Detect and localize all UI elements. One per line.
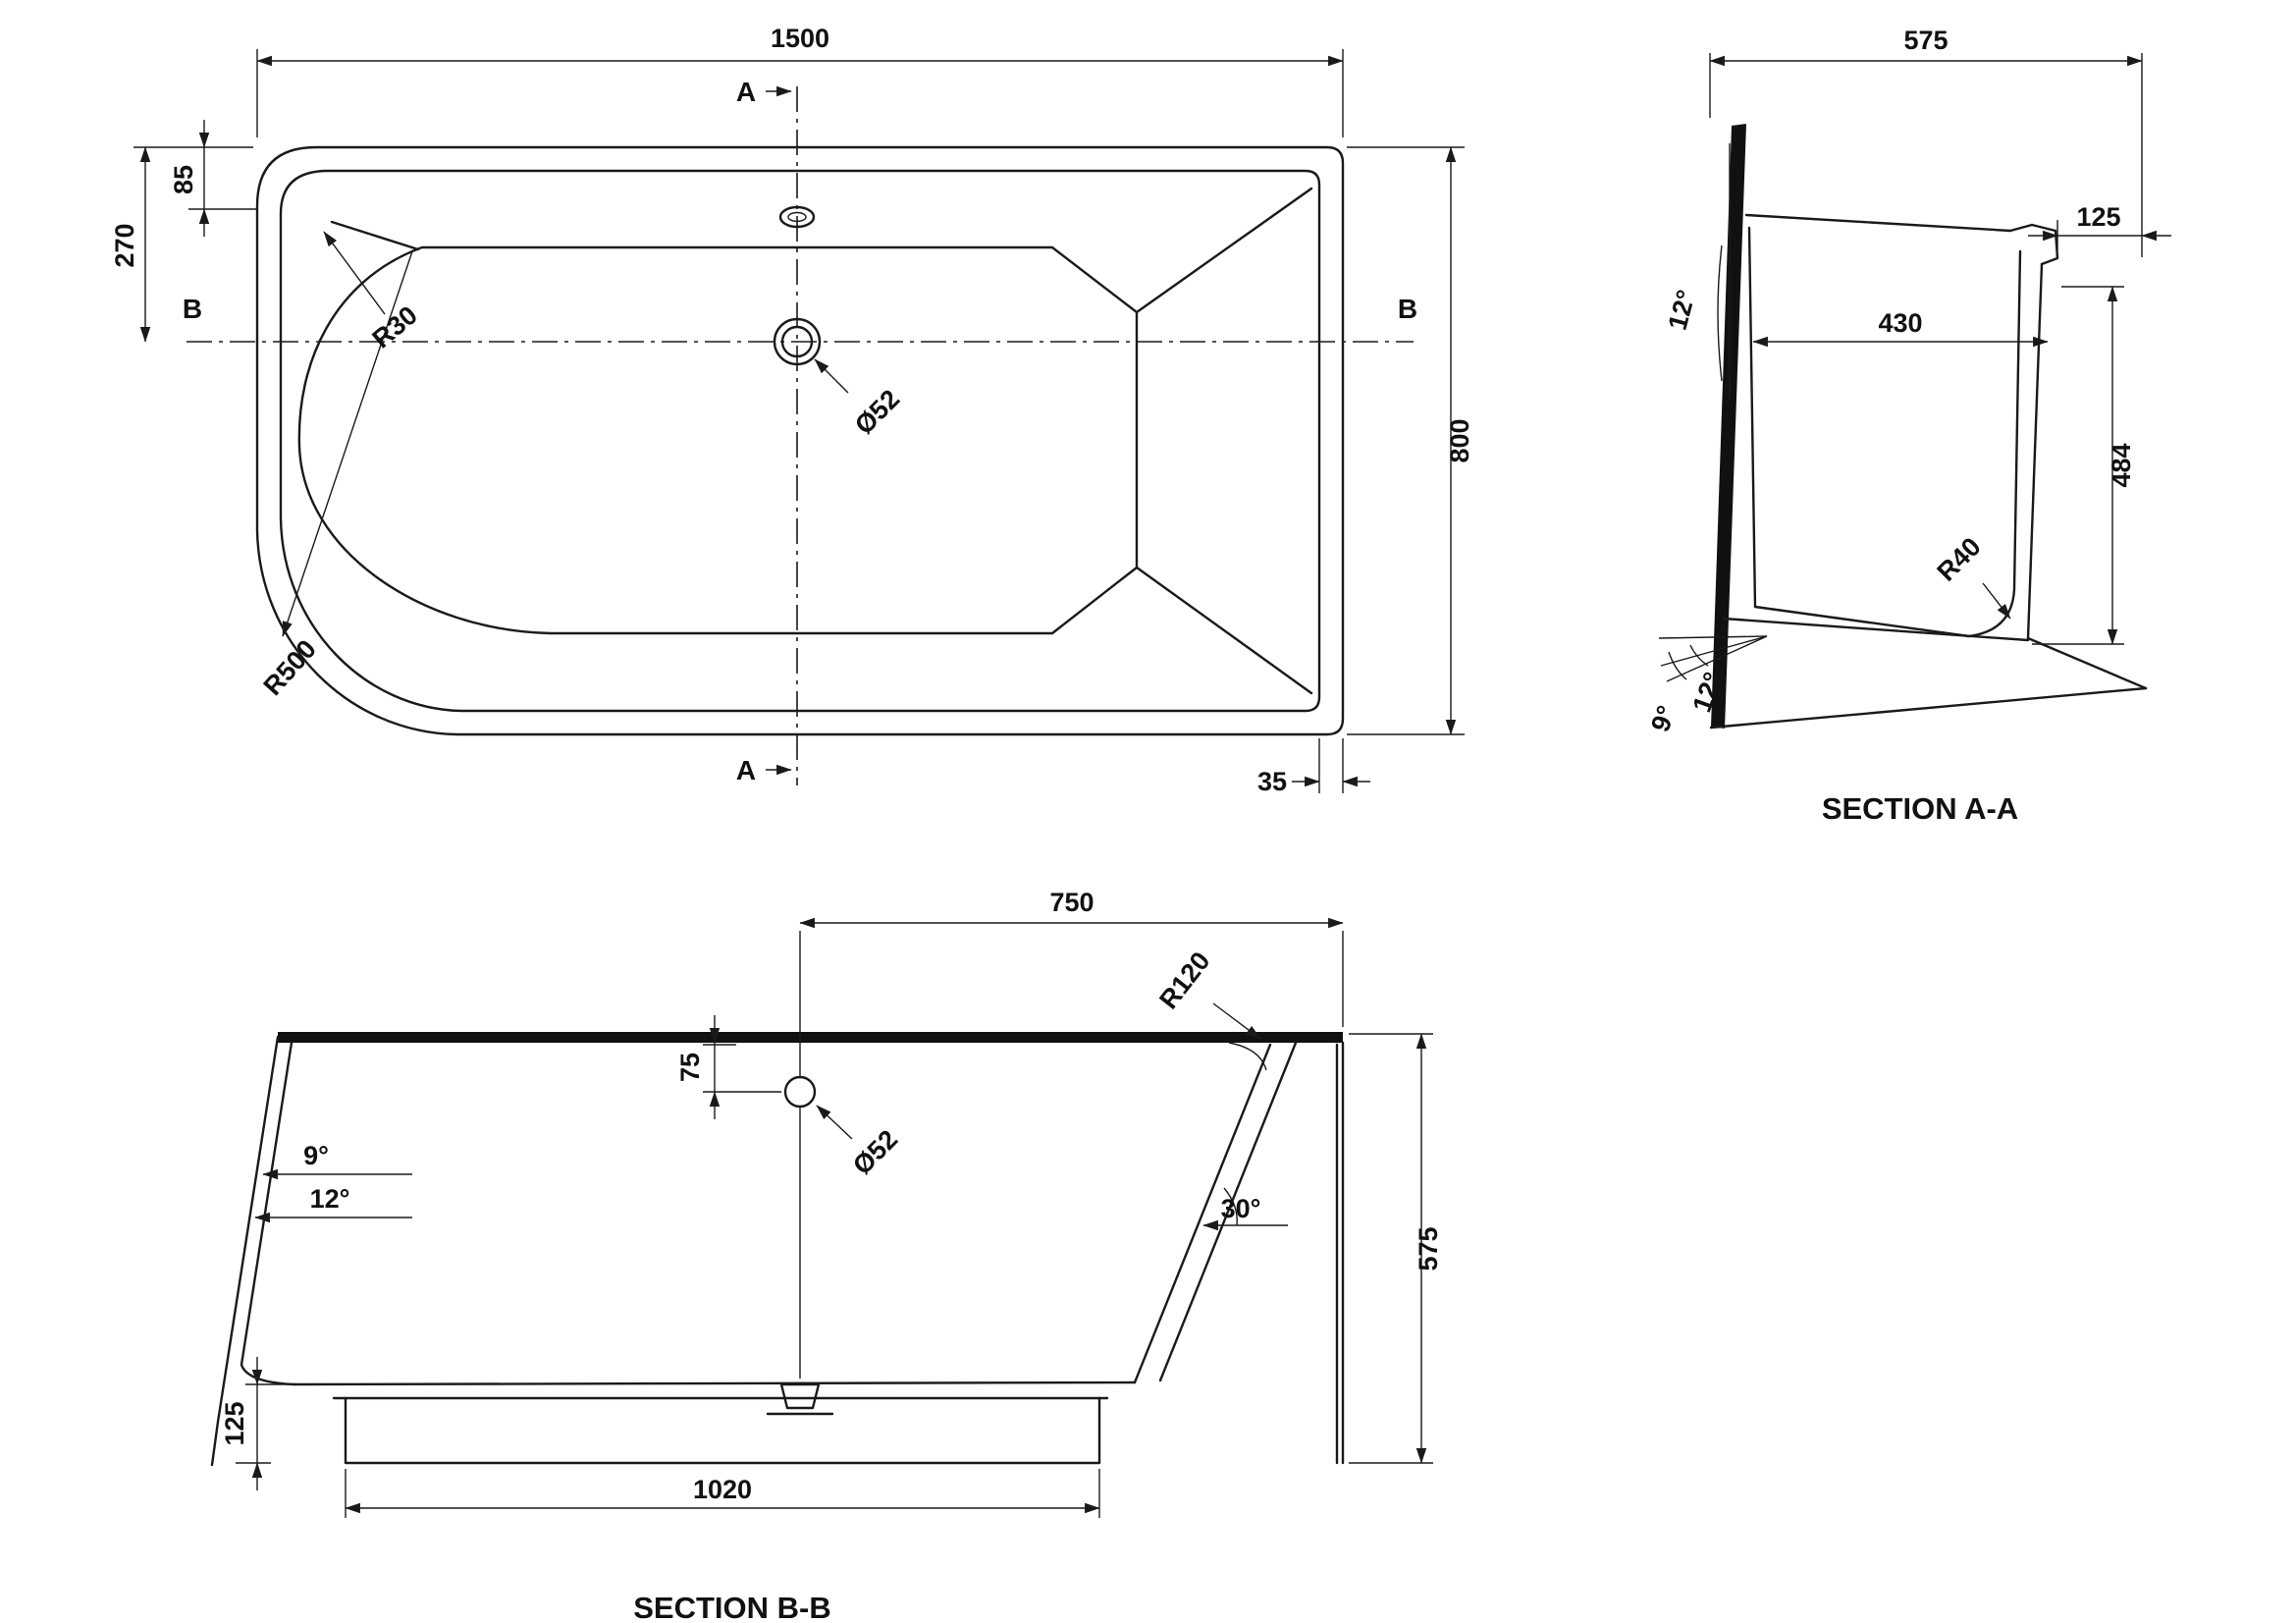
plan-view: A A B B 1500 85 270 8 bbox=[110, 24, 1474, 796]
dim-bb-75-text: 75 bbox=[675, 1053, 705, 1082]
svg-text:Ø52: Ø52 bbox=[849, 384, 905, 440]
svg-text:R40: R40 bbox=[1932, 532, 1987, 587]
section-aa-view: 12° 12° 9° 575 125 bbox=[1645, 26, 2171, 826]
section-a-label-top: A bbox=[736, 77, 756, 107]
angle-12: 12° bbox=[254, 1184, 412, 1223]
dim-bb-1020: 1020 bbox=[345, 1469, 1100, 1518]
label-r120: R120 bbox=[1153, 947, 1261, 1040]
plan-outline bbox=[255, 145, 1345, 736]
dim-aa-430: 430 bbox=[1752, 308, 2049, 348]
dim-bb-575-text: 575 bbox=[1414, 1226, 1443, 1271]
svg-text:R30: R30 bbox=[367, 300, 423, 354]
angle-30: 30° bbox=[1202, 1187, 1288, 1231]
svg-text:9°: 9° bbox=[303, 1141, 329, 1170]
dim-bb-125: 125 bbox=[220, 1357, 294, 1490]
section-bb-outline bbox=[210, 1035, 1345, 1467]
section-a-label-bottom: A bbox=[736, 755, 756, 785]
rim-cut-band bbox=[278, 1032, 1343, 1043]
dim-aa-575-text: 575 bbox=[1903, 26, 1948, 55]
label-r30: R30 bbox=[323, 231, 423, 354]
dim-800: 800 bbox=[1347, 146, 1474, 735]
section-bb-title: SECTION B-B bbox=[633, 1591, 831, 1623]
dim-270-text: 270 bbox=[110, 223, 139, 267]
section-aa-outline bbox=[1709, 213, 2148, 730]
section-aa-title: SECTION A-A bbox=[1822, 791, 2018, 826]
dim-aa-125: 125 bbox=[2028, 202, 2171, 251]
angle-base-group: 12° 9° bbox=[1645, 635, 1768, 736]
back-panel-cut bbox=[1711, 124, 1746, 729]
drain-hole-section bbox=[783, 1075, 817, 1109]
dim-aa-430-text: 430 bbox=[1878, 308, 1922, 338]
dim-800-text: 800 bbox=[1445, 418, 1474, 462]
dim-bb-750: 750 bbox=[799, 888, 1344, 1027]
dim-35: 35 bbox=[1257, 738, 1370, 796]
angle-12-wall: 12° bbox=[1663, 143, 1731, 401]
dim-85-text: 85 bbox=[169, 165, 198, 194]
svg-text:12°: 12° bbox=[310, 1184, 350, 1214]
dim-bb-575: 575 bbox=[1349, 1033, 1443, 1464]
section-b-label-left: B bbox=[183, 294, 202, 324]
angle-9: 9° bbox=[262, 1141, 412, 1180]
dim-bb-1020-text: 1020 bbox=[693, 1475, 752, 1504]
angle-9-base-text: 9° bbox=[1645, 702, 1682, 736]
dim-85: 85 bbox=[133, 120, 257, 237]
svg-text:R120: R120 bbox=[1153, 947, 1215, 1014]
svg-text:Ø52: Ø52 bbox=[847, 1124, 903, 1180]
dim-bb-75: 75 bbox=[675, 1015, 781, 1119]
label-drain-diameter-plan: Ø52 bbox=[814, 358, 905, 440]
dim-1500: 1500 bbox=[256, 24, 1344, 137]
section-bb-view: 750 R120 75 Ø52 9° 12° bbox=[210, 888, 1443, 1623]
dim-aa-484: 484 bbox=[2032, 286, 2136, 645]
label-r40: R40 bbox=[1932, 532, 2011, 620]
dim-270: 270 bbox=[110, 146, 151, 343]
section-b-label-right: B bbox=[1398, 294, 1417, 324]
dim-bb-125-text: 125 bbox=[220, 1401, 249, 1445]
dim-aa-575: 575 bbox=[1709, 26, 2143, 257]
svg-text:30°: 30° bbox=[1221, 1194, 1261, 1223]
dim-aa-125-text: 125 bbox=[2076, 202, 2120, 232]
svg-text:12°: 12° bbox=[1663, 287, 1702, 333]
label-drain-diameter-section: Ø52 bbox=[816, 1105, 903, 1180]
dim-aa-484-text: 484 bbox=[2107, 443, 2136, 487]
dim-bb-750-text: 750 bbox=[1049, 888, 1094, 917]
dim-35-text: 35 bbox=[1257, 767, 1287, 796]
dim-1500-text: 1500 bbox=[771, 24, 829, 53]
